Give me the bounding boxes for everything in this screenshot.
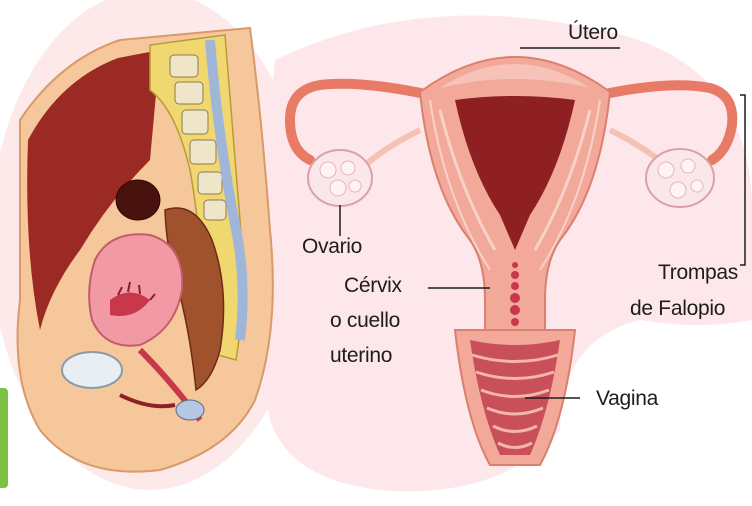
label-cervix-line3: uterino xyxy=(330,345,392,366)
label-cervix-line2: o cuello xyxy=(330,310,400,331)
label-vagina: Vagina xyxy=(596,388,658,409)
ovary-right xyxy=(646,149,714,207)
green-edge-tab xyxy=(0,388,8,488)
sagittal-section-illustration xyxy=(18,28,273,472)
label-ovario: Ovario xyxy=(302,236,362,257)
ovary-left xyxy=(308,150,372,206)
label-cervix-line1: Cérvix xyxy=(344,275,402,296)
label-utero: Útero xyxy=(568,22,618,43)
label-trompas-line1: Trompas xyxy=(658,262,738,283)
label-trompas-line2: de Falopio xyxy=(630,298,752,319)
